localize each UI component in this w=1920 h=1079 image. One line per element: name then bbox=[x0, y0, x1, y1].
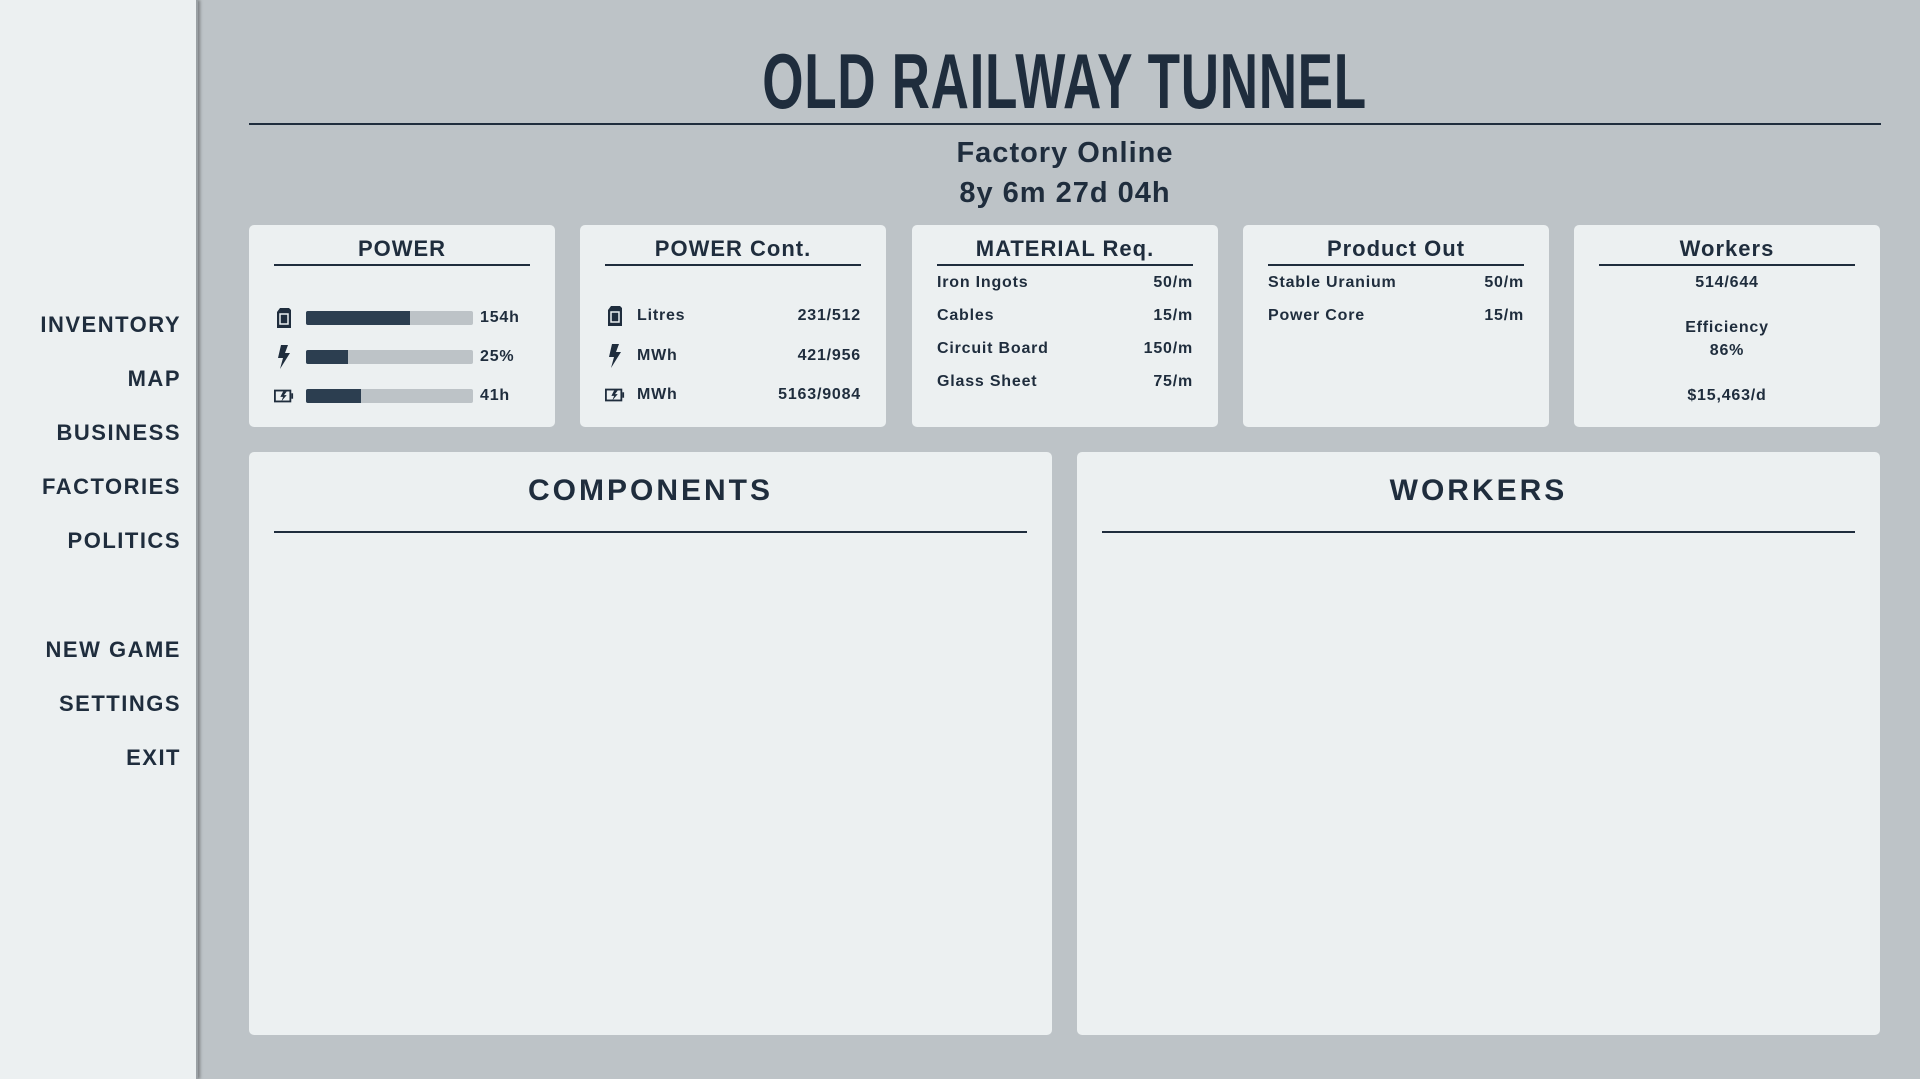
row-value: 75/m bbox=[1153, 373, 1193, 390]
nav-factories[interactable]: FACTORIES bbox=[41, 474, 181, 499]
row-value: 15/m bbox=[1484, 307, 1524, 324]
workers-card: Workers 514/644 Efficiency 86% $15,463/d bbox=[1574, 225, 1880, 427]
fuel-can-icon bbox=[274, 306, 294, 330]
power-row: 25% bbox=[274, 345, 530, 369]
product-row: Power Core 15/m bbox=[1268, 304, 1524, 328]
battery-bar bbox=[306, 389, 473, 403]
material-card: MATERIAL Req. Iron Ingots 50/m Cables 15/m… bbox=[912, 225, 1218, 427]
nav-business[interactable]: BUSINESS bbox=[56, 420, 181, 445]
factory-status: Factory Online bbox=[956, 137, 1174, 169]
battery-hours: 41h bbox=[480, 387, 510, 404]
fuel-can-icon bbox=[605, 304, 625, 328]
nav-new-game[interactable]: NEW GAME bbox=[45, 637, 181, 662]
title-divider bbox=[249, 123, 1881, 125]
card-title: POWER bbox=[357, 236, 447, 261]
sidebar: INVENTORY MAP BUSINESS FACTORIES POLITIC… bbox=[0, 0, 198, 1079]
material-row: Cables 15/m bbox=[937, 304, 1193, 328]
worker-count: 514/644 bbox=[1695, 274, 1759, 291]
battery-bar-fill bbox=[306, 389, 362, 403]
row-label: Power Core bbox=[1268, 307, 1365, 324]
row-label: Circuit Board bbox=[937, 340, 1049, 357]
lightning-icon bbox=[274, 345, 294, 369]
workers-panel: WORKERS bbox=[1077, 452, 1880, 1035]
row-label: MWh bbox=[637, 347, 678, 364]
power-cont-card: POWER Cont. Litres 231/512 MWh 421/956 M… bbox=[580, 225, 886, 427]
power-cont-row: MWh 421/956 bbox=[605, 344, 861, 368]
card-title: Product Out bbox=[1326, 236, 1466, 261]
product-row: Stable Uranium 50/m bbox=[1268, 271, 1524, 295]
row-label: Iron Ingots bbox=[937, 274, 1029, 291]
row-label: MWh bbox=[637, 386, 678, 403]
factory-age: 8y 6m 27d 04h bbox=[959, 177, 1171, 209]
efficiency-label: Efficiency bbox=[1685, 319, 1769, 336]
row-value: 50/m bbox=[1153, 274, 1193, 291]
row-label: Stable Uranium bbox=[1268, 274, 1397, 291]
efficiency-value: 86% bbox=[1709, 342, 1745, 359]
page-title-wrap: OLD RAILWAY TUNNEL bbox=[249, 42, 1881, 120]
material-row: Glass Sheet 75/m bbox=[937, 370, 1193, 394]
divider bbox=[1268, 264, 1524, 266]
row-label: Cables bbox=[937, 307, 995, 324]
material-row: Iron Ingots 50/m bbox=[937, 271, 1193, 295]
wages-per-day: $15,463/d bbox=[1687, 387, 1767, 404]
fuel-bar-fill bbox=[306, 311, 410, 325]
fuel-bar bbox=[306, 311, 473, 325]
power-usage-bar bbox=[306, 350, 473, 364]
divider bbox=[274, 531, 1027, 533]
nav-settings[interactable]: SETTINGS bbox=[58, 691, 181, 716]
row-value: 15/m bbox=[1153, 307, 1193, 324]
power-usage-fill bbox=[306, 350, 348, 364]
nav-exit[interactable]: EXIT bbox=[126, 745, 181, 770]
row-value: 50/m bbox=[1484, 274, 1524, 291]
nav-map[interactable]: MAP bbox=[127, 366, 181, 391]
panel-title: COMPONENTS bbox=[527, 474, 773, 507]
power-cont-row: Litres 231/512 bbox=[605, 304, 861, 328]
row-value: 5163/9084 bbox=[778, 386, 861, 403]
divider bbox=[274, 264, 530, 266]
power-usage-percent: 25% bbox=[480, 348, 515, 365]
card-title: MATERIAL Req. bbox=[975, 236, 1155, 261]
nav-politics[interactable]: POLITICS bbox=[67, 528, 181, 553]
row-label: Litres bbox=[637, 307, 686, 324]
nav-inventory[interactable]: INVENTORY bbox=[40, 312, 181, 337]
components-panel: COMPONENTS bbox=[249, 452, 1052, 1035]
row-value: 421/956 bbox=[797, 347, 861, 364]
fuel-hours: 154h bbox=[480, 309, 520, 326]
panel-title: WORKERS bbox=[1389, 474, 1568, 507]
lightning-icon bbox=[605, 344, 625, 368]
row-value: 231/512 bbox=[797, 307, 861, 324]
divider bbox=[1599, 264, 1855, 266]
battery-charging-icon bbox=[274, 384, 294, 408]
power-row: 154h bbox=[274, 306, 530, 330]
product-card: Product Out Stable Uranium 50/m Power Cor… bbox=[1243, 225, 1549, 427]
divider bbox=[605, 264, 861, 266]
divider bbox=[937, 264, 1193, 266]
card-title: POWER Cont. bbox=[654, 236, 812, 261]
row-label: Glass Sheet bbox=[937, 373, 1038, 390]
material-row: Circuit Board 150/m bbox=[937, 337, 1193, 361]
power-card: POWER 154h 25% 41h bbox=[249, 225, 555, 427]
power-cont-row: MWh 5163/9084 bbox=[605, 383, 861, 407]
page-title: OLD RAILWAY TUNNEL bbox=[762, 37, 1368, 125]
power-row: 41h bbox=[274, 384, 530, 408]
card-title: Workers bbox=[1679, 236, 1775, 261]
divider bbox=[1102, 531, 1855, 533]
battery-charging-icon bbox=[605, 383, 625, 407]
row-value: 150/m bbox=[1143, 340, 1193, 357]
